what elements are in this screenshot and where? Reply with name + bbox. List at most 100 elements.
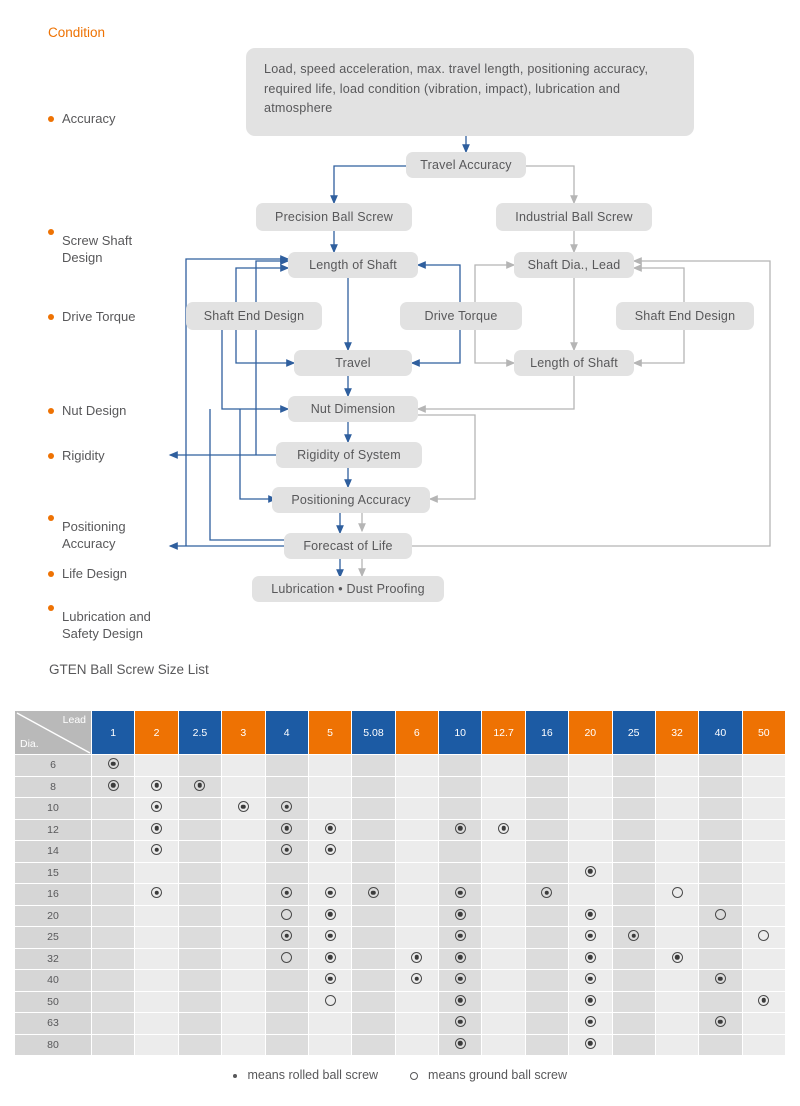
table-row: 10 xyxy=(14,797,787,820)
rolled-ball-screw-icon xyxy=(584,865,596,877)
stage-label: Drive Torque xyxy=(62,309,136,324)
node-drive-torque: Drive Torque xyxy=(400,302,522,330)
size-cell xyxy=(351,754,396,777)
rolled-ball-screw-icon xyxy=(151,822,163,834)
stage-positioning-accuracy: Positioning Accuracy xyxy=(48,484,182,553)
size-cell xyxy=(437,797,483,820)
size-cell xyxy=(134,818,179,841)
size-cell xyxy=(568,904,613,927)
node-travel: Travel xyxy=(294,350,412,376)
rolled-ball-screw-icon xyxy=(584,1016,596,1028)
size-cell xyxy=(177,883,223,906)
size-cell xyxy=(177,1012,223,1035)
size-cell xyxy=(524,861,570,884)
flow-connectors xyxy=(168,136,771,579)
size-cell xyxy=(698,1033,743,1056)
size-cell xyxy=(568,926,613,949)
size-cell xyxy=(221,990,266,1013)
stage-lubrication-safety-design: Lubrication and Safety Design xyxy=(48,574,192,643)
size-cell xyxy=(134,797,179,820)
size-cell xyxy=(481,840,526,863)
size-cell xyxy=(654,990,700,1013)
lead-header-5-08: 5.08 xyxy=(351,710,396,755)
size-cell xyxy=(264,1012,309,1035)
size-cell xyxy=(437,990,483,1013)
size-cell xyxy=(611,969,656,992)
size-cell xyxy=(307,969,353,992)
rolled-ball-screw-icon xyxy=(454,1037,466,1049)
size-cell xyxy=(177,840,223,863)
size-cell xyxy=(698,947,743,970)
lead-header-3: 3 xyxy=(221,710,266,755)
bullet-icon xyxy=(48,605,54,612)
size-cell xyxy=(221,818,266,841)
size-cell xyxy=(394,904,440,927)
size-cell xyxy=(481,904,526,927)
size-cell xyxy=(524,1012,570,1035)
size-cell xyxy=(611,840,656,863)
size-cell xyxy=(698,883,743,906)
table-row: 80 xyxy=(14,1033,787,1056)
dia-row-header: 40 xyxy=(14,969,92,992)
size-cell xyxy=(481,797,526,820)
size-cell xyxy=(221,883,266,906)
node-shaft-end-design-right: Shaft End Design xyxy=(616,302,754,330)
size-cell xyxy=(307,861,353,884)
size-cell xyxy=(221,904,266,927)
size-cell xyxy=(90,1033,136,1056)
diagonal-divider-icon xyxy=(15,711,91,754)
size-cell xyxy=(177,969,223,992)
node-industrial-ball-screw: Industrial Ball Screw xyxy=(496,203,652,231)
rolled-ball-screw-icon xyxy=(454,1016,466,1028)
rolled-ball-screw-icon xyxy=(281,844,293,856)
size-cell xyxy=(524,904,570,927)
rolled-ball-screw-icon xyxy=(151,801,163,813)
size-cell xyxy=(611,797,656,820)
table-legend: means rolled ball screw means ground bal… xyxy=(0,1068,800,1082)
size-cell xyxy=(524,969,570,992)
lead-header-2-5: 2.5 xyxy=(177,710,223,755)
size-cell xyxy=(698,969,743,992)
size-cell xyxy=(394,947,440,970)
flow-diagram: Condition xyxy=(48,25,771,641)
size-cell xyxy=(351,861,396,884)
size-cell xyxy=(134,775,179,798)
table-row: 50 xyxy=(14,990,787,1013)
stage-label: Lubrication and Safety Design xyxy=(62,609,151,642)
rolled-ball-screw-icon xyxy=(454,887,466,899)
table-row: 6 xyxy=(14,754,787,777)
table-row: 20 xyxy=(14,904,787,927)
rolled-ball-screw-icon xyxy=(584,1037,596,1049)
size-cell xyxy=(221,926,266,949)
stage-label: Positioning Accuracy xyxy=(62,519,126,552)
rolled-ball-screw-icon xyxy=(454,951,466,963)
dia-row-header: 14 xyxy=(14,840,92,863)
size-cell xyxy=(481,818,526,841)
bullet-icon xyxy=(48,115,54,122)
node-nut-dimension: Nut Dimension xyxy=(288,396,418,422)
rolled-ball-screw-icon xyxy=(367,887,379,899)
size-cell xyxy=(90,775,136,798)
size-cell xyxy=(524,926,570,949)
size-cell xyxy=(134,947,179,970)
size-cell xyxy=(134,883,179,906)
dia-row-header: 16 xyxy=(14,883,92,906)
size-cell xyxy=(654,818,700,841)
size-cell xyxy=(351,883,396,906)
size-cell xyxy=(177,797,223,820)
dia-row-header: 6 xyxy=(14,754,92,777)
ground-ball-screw-icon xyxy=(281,908,293,920)
size-cell xyxy=(437,969,483,992)
size-cell xyxy=(90,883,136,906)
size-cell xyxy=(568,947,613,970)
rolled-ball-screw-icon xyxy=(758,994,770,1006)
node-precision-ball-screw: Precision Ball Screw xyxy=(256,203,412,231)
bullet-icon xyxy=(48,515,54,522)
bullet-icon xyxy=(48,407,54,414)
stage-label: Life Design xyxy=(62,566,128,581)
rolled-ball-screw-icon xyxy=(411,973,423,985)
size-cell xyxy=(568,861,613,884)
size-cell xyxy=(351,797,396,820)
